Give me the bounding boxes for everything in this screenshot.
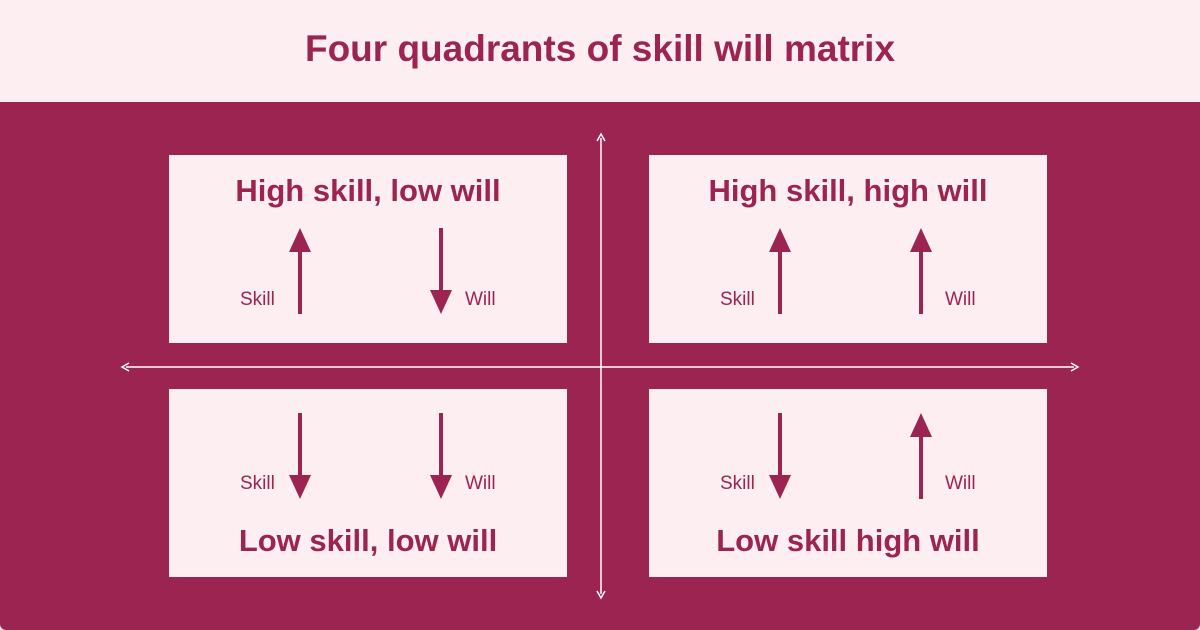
skill-label: Skill bbox=[240, 473, 275, 494]
will-label: Will bbox=[945, 289, 976, 310]
quadrant-title: Low skill high will bbox=[716, 523, 980, 558]
arrow-up-icon bbox=[910, 413, 932, 499]
will-label: Will bbox=[465, 473, 496, 494]
will-label: Will bbox=[945, 473, 976, 494]
quadrant-low-skill-high-will: Skill Will Low skill high will bbox=[649, 389, 1047, 577]
skill-label: Skill bbox=[720, 473, 755, 494]
quadrant-low-skill-low-will: Skill Will Low skill, low will bbox=[169, 389, 567, 577]
arrow-down-icon bbox=[430, 413, 452, 499]
skill-label: Skill bbox=[240, 289, 275, 310]
arrow-up-icon bbox=[289, 228, 311, 314]
arrow-down-icon bbox=[289, 413, 311, 499]
arrow-up-icon bbox=[910, 228, 932, 314]
quadrant-high-skill-high-will: High skill, high will Skill Will bbox=[649, 155, 1047, 343]
arrow-up-icon bbox=[769, 228, 791, 314]
arrow-down-icon bbox=[769, 413, 791, 499]
quadrant-title: High skill, low will bbox=[235, 173, 501, 208]
arrow-down-icon bbox=[430, 228, 452, 314]
header: Four quadrants of skill will matrix bbox=[0, 0, 1200, 102]
skill-label: Skill bbox=[720, 289, 755, 310]
will-label: Will bbox=[465, 289, 496, 310]
quadrant-title: High skill, high will bbox=[708, 173, 988, 208]
page-title: Four quadrants of skill will matrix bbox=[304, 28, 896, 69]
quadrant-title: Low skill, low will bbox=[238, 523, 498, 558]
quadrant-high-skill-low-will: High skill, low will Skill Will bbox=[169, 155, 567, 343]
